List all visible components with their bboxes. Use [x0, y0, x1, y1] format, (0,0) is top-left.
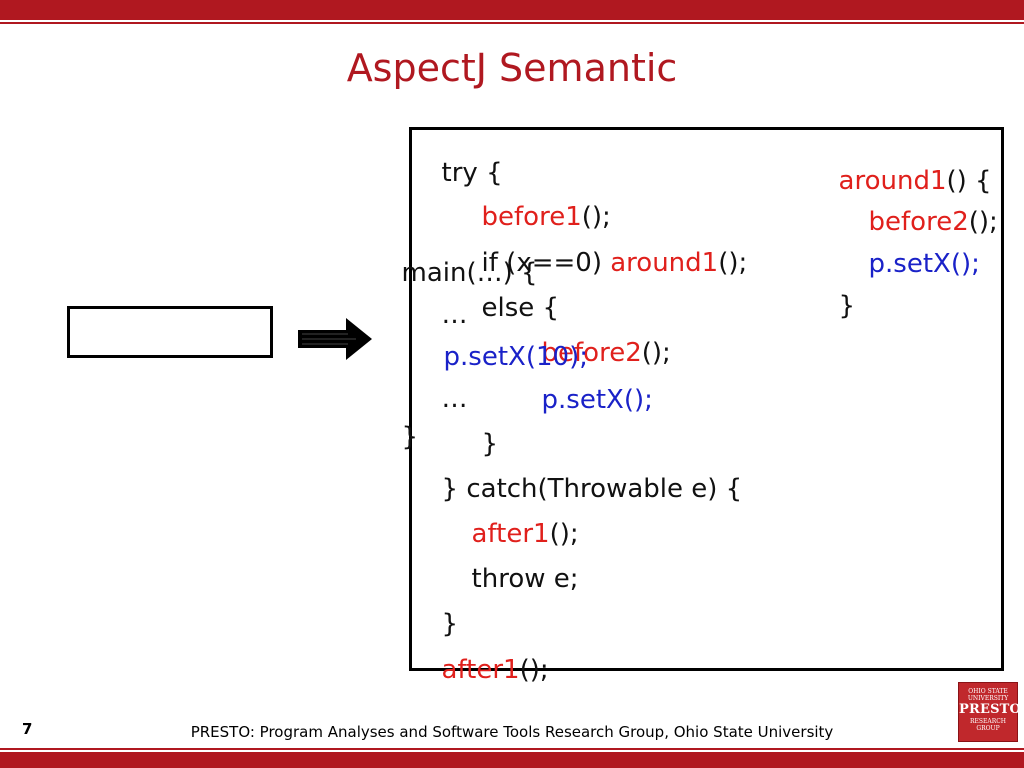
main-ellipsis-top: … — [441, 300, 468, 330]
advice-around1: around1 — [610, 248, 719, 278]
presto-logo: OHIO STATE UNIVERSITY PRESTO RESEARCH GR… — [958, 682, 1021, 742]
code-catch: } catch(Throwable e) { — [441, 474, 743, 504]
code-if-around1: if (x==0) around1(); — [481, 248, 748, 278]
around1-close: } — [838, 291, 856, 321]
right-arrow-icon — [298, 318, 372, 360]
bottom-banner-line — [0, 748, 1024, 750]
main-close: } — [401, 422, 419, 452]
code-try-open: try { — [441, 158, 503, 188]
source-placeholder-box — [67, 306, 273, 358]
slide-footer: PRESTO: Program Analyses and Software To… — [190, 723, 834, 741]
slide-number: 7 — [22, 720, 33, 738]
main-ellipsis-bottom: … — [441, 384, 468, 414]
code-before2-call: before2(); — [541, 338, 671, 368]
advice-after1: after1 — [471, 519, 550, 549]
main-setx-call: p.setX(10); — [443, 342, 588, 372]
top-banner — [0, 0, 1024, 20]
advice-before2: before2 — [541, 338, 642, 368]
around1-header: around1() { — [838, 166, 992, 196]
code-frame — [409, 127, 1004, 671]
advice-before1: before1 — [481, 202, 582, 232]
main-header: main(…) { — [401, 258, 538, 288]
code-else-open: else { — [481, 293, 560, 323]
around1-setx-call: p.setX(); — [868, 249, 980, 279]
code-before1-call: before1(); — [481, 202, 611, 232]
top-banner-line — [0, 22, 1024, 24]
code-after1-in-catch: after1(); — [471, 519, 579, 549]
bottom-banner — [0, 752, 1024, 768]
code-catch-close: } — [441, 609, 459, 639]
code-setx-call: p.setX(); — [541, 385, 653, 415]
code-else-close: } — [481, 429, 499, 459]
advice-after1: after1 — [441, 655, 520, 685]
code-throw: throw e; — [471, 564, 579, 594]
slide-title: AspectJ Semantic — [346, 46, 678, 90]
around1-before2-call: before2(); — [868, 207, 998, 237]
code-after1-final: after1(); — [441, 655, 549, 685]
